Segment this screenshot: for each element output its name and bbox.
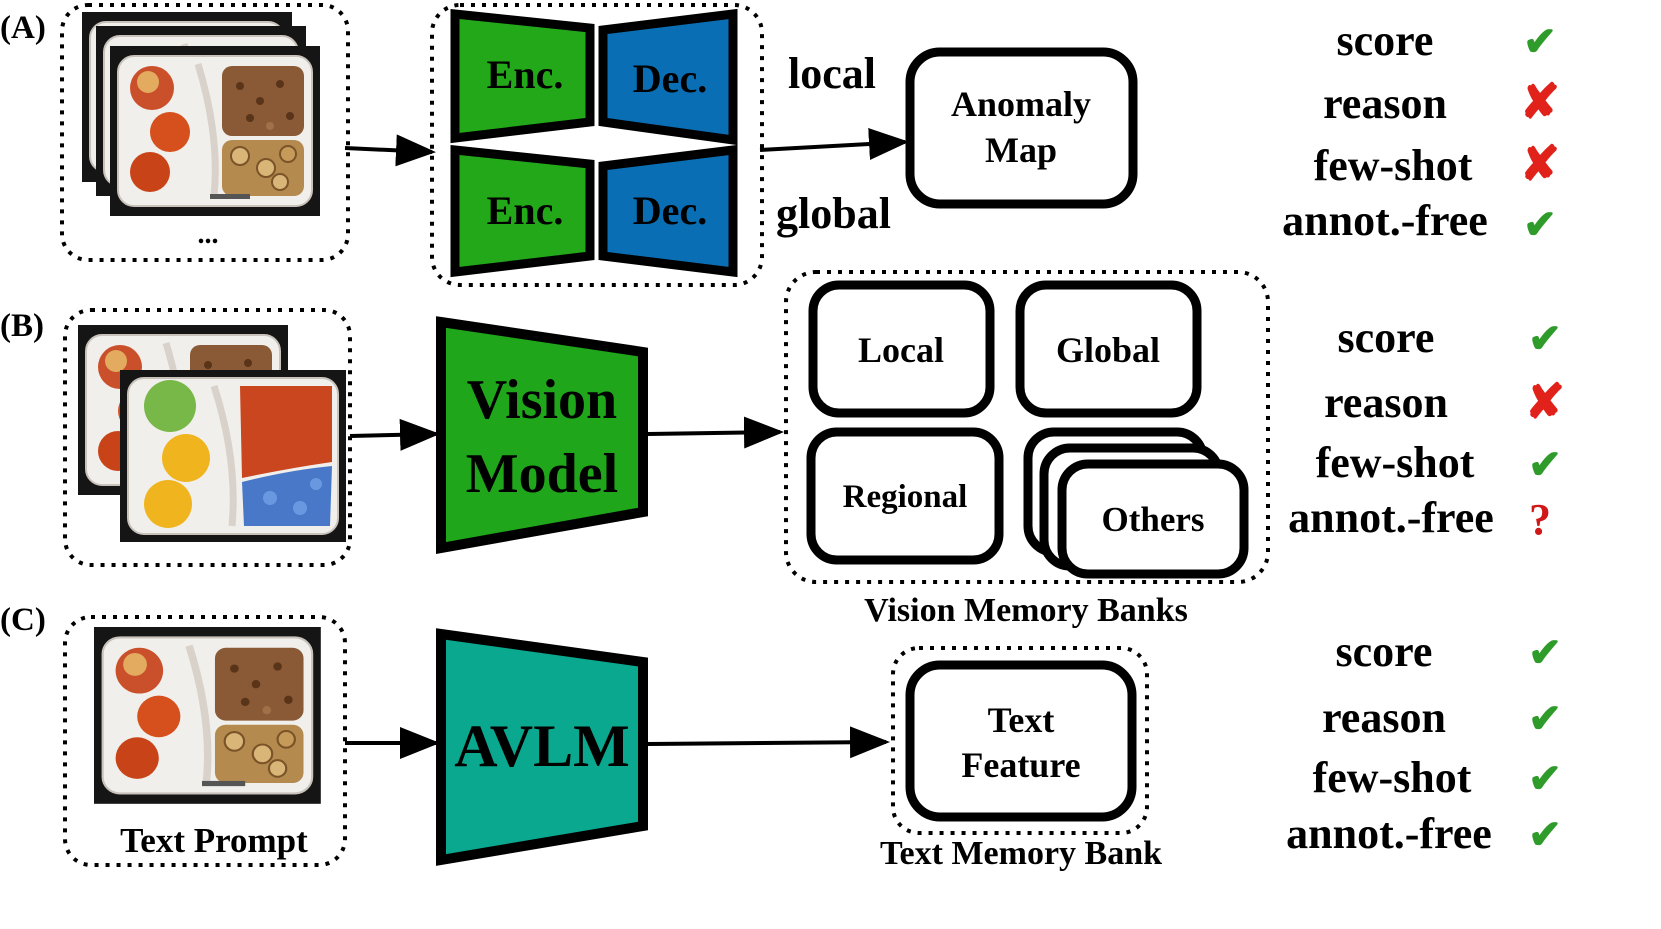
input-image-stack: [82, 12, 320, 216]
arrow-b-output: [647, 416, 784, 449]
text-feature-label: Feature: [961, 745, 1080, 785]
arrow-b-input: [349, 418, 440, 451]
memory-bank-others: [1057, 459, 1249, 579]
input-images-frame: [63, 308, 352, 567]
arrow-a-output: [759, 128, 909, 160]
vision-memory-banks-frame: [784, 270, 1270, 584]
memory-bank-label: Global: [1056, 330, 1160, 370]
panel-label-b: (B): [0, 308, 44, 344]
check-icon: ✔: [1528, 756, 1562, 801]
branch-global-label: global: [776, 189, 891, 238]
property-checklist-b: score reason few-shot annot.-free ✔ ✘ ✔ …: [1288, 313, 1565, 544]
decoder-label: Dec.: [633, 188, 707, 233]
memory-bank-regional: [806, 427, 1004, 565]
property-checklist-a: score reason few-shot annot.-free ✔ ✘ ✘ …: [1282, 16, 1560, 247]
input-images-frame: [60, 3, 350, 262]
encoder-block: [450, 145, 595, 278]
panel-b: (B) Vision Model Local Global Regional O…: [0, 270, 1270, 629]
memory-bank-label: Local: [858, 330, 944, 370]
decoder-label: Dec.: [633, 56, 707, 101]
branch-local-label: local: [788, 49, 876, 98]
property-name: score: [1337, 16, 1434, 65]
property-name: annot.-free: [1288, 493, 1494, 542]
arrow-a-input: [344, 134, 436, 167]
text-prompt-caption: Text Prompt: [120, 821, 308, 860]
text-memory-bank-frame: [891, 646, 1149, 835]
encoder-label: Enc.: [487, 52, 564, 97]
property-name: few-shot: [1313, 753, 1472, 802]
question-icon: ?: [1529, 495, 1551, 544]
property-name: annot.-free: [1286, 809, 1492, 858]
input-image: [94, 627, 321, 804]
property-name: few-shot: [1316, 438, 1475, 487]
encoder-block: [450, 9, 595, 144]
property-name: score: [1336, 627, 1433, 676]
input-image-stack: [78, 325, 346, 542]
text-feature-label: Text: [988, 700, 1055, 740]
text-feature-box: [905, 660, 1137, 822]
property-name: score: [1338, 313, 1435, 362]
check-icon: ✔: [1528, 696, 1562, 741]
cross-icon: ✘: [1520, 76, 1560, 129]
encoder-label: Enc.: [487, 188, 564, 233]
ellipsis-text: ...: [198, 219, 219, 250]
vision-model-label: Vision: [467, 369, 617, 431]
property-name: reason: [1324, 378, 1448, 427]
panel-a: (A) ... Enc. Dec. Enc. Dec. local global…: [0, 3, 1138, 287]
check-icon: ✔: [1528, 442, 1562, 487]
memory-bank-label: Others: [1101, 500, 1204, 539]
memory-bank-local: [808, 280, 995, 418]
avlm-block: [436, 628, 648, 866]
check-icon: ✔: [1528, 630, 1562, 675]
memory-bank-label: Regional: [843, 479, 968, 515]
panel-label-c: (C): [0, 602, 46, 638]
memory-bank-global: [1015, 280, 1202, 418]
panel-label-a: (A): [0, 10, 46, 46]
check-icon: ✔: [1523, 19, 1557, 64]
check-icon: ✔: [1523, 202, 1557, 247]
property-name: reason: [1322, 693, 1446, 742]
property-name: annot.-free: [1282, 196, 1488, 245]
anomaly-map-box: [905, 47, 1138, 209]
cross-icon: ✘: [1520, 138, 1560, 191]
vision-model-block: [436, 316, 648, 554]
property-name: few-shot: [1314, 141, 1473, 190]
avlm-label: AVLM: [454, 713, 630, 779]
cross-icon: ✘: [1525, 376, 1565, 429]
vision-model-label: Model: [466, 443, 618, 505]
property-name: reason: [1323, 79, 1447, 128]
panel-c: (C) Text Prompt AVLM Text Feature Text M…: [0, 602, 1162, 872]
encoder-decoder-frame: [430, 3, 764, 287]
anomaly-map-label: Map: [985, 130, 1057, 170]
decoder-block: [598, 8, 738, 146]
property-checklist-c: score reason few-shot annot.-free ✔ ✔ ✔ …: [1286, 627, 1562, 858]
arrow-c-output: [647, 726, 890, 759]
anomaly-map-label: Anomaly: [951, 84, 1091, 124]
text-memory-bank-caption: Text Memory Bank: [880, 835, 1162, 872]
check-icon: ✔: [1528, 812, 1562, 857]
decoder-block: [598, 144, 738, 278]
vision-memory-banks-caption: Vision Memory Banks: [864, 592, 1188, 629]
check-icon: ✔: [1528, 316, 1562, 361]
